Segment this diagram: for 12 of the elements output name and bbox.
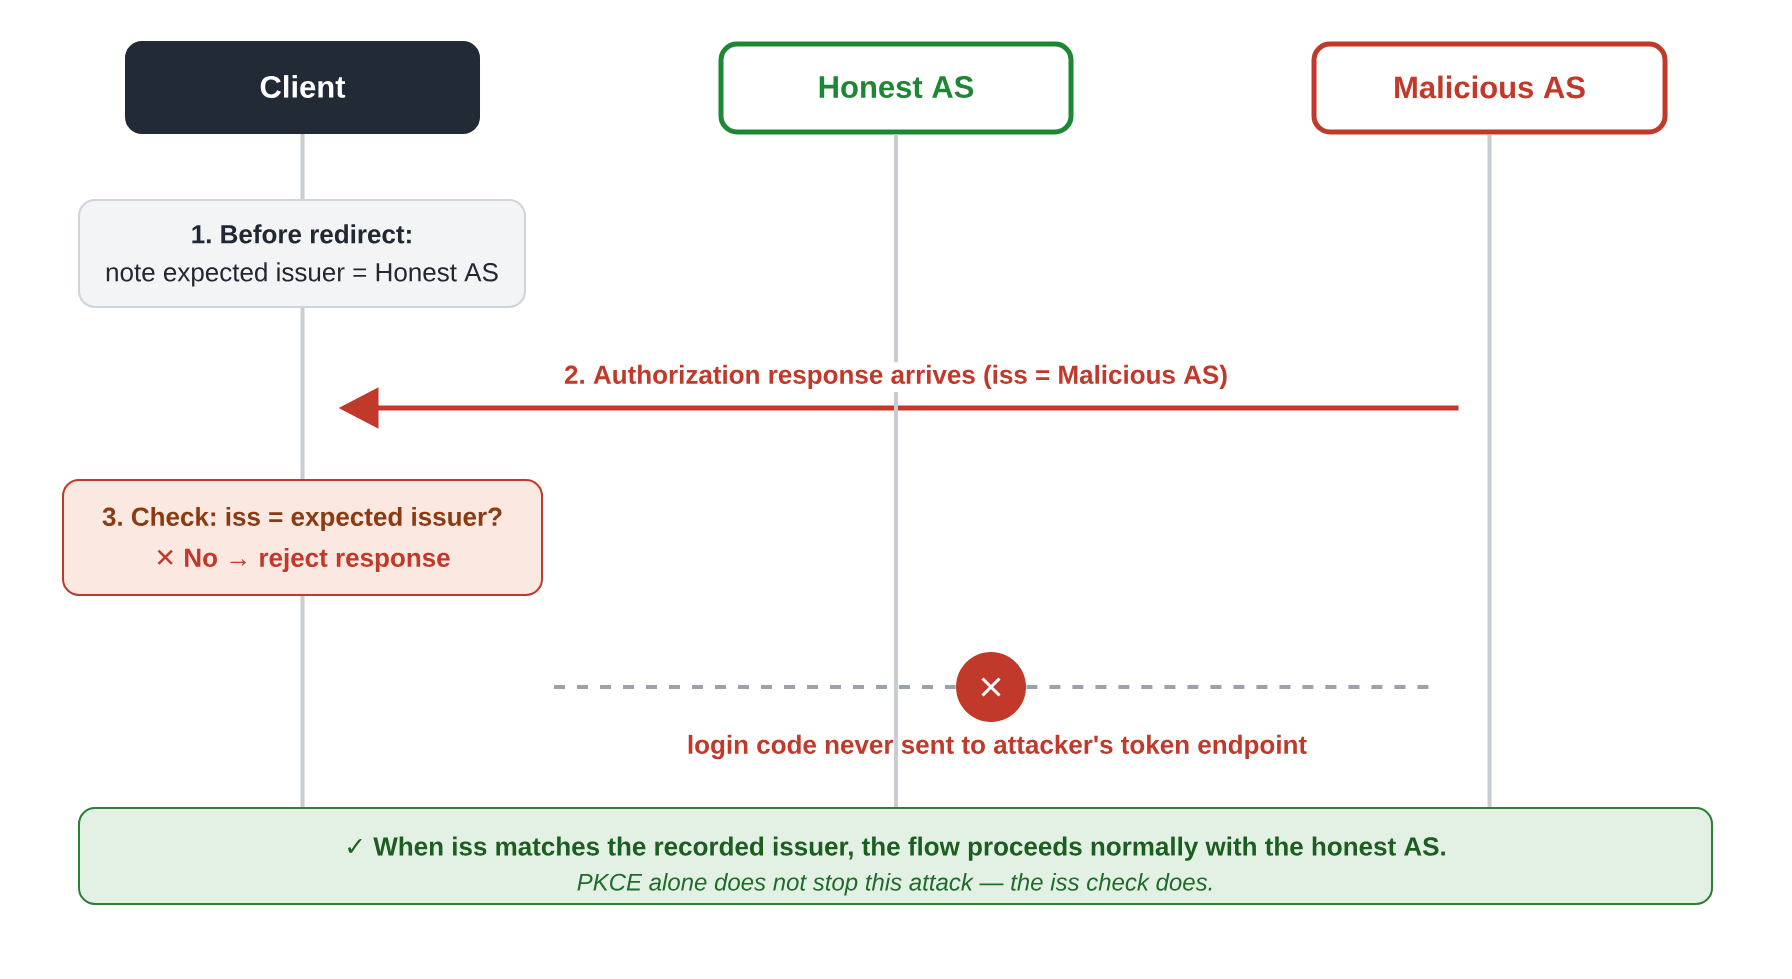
dashed-line — [1026, 685, 1429, 689]
check-box: 3. Check: iss = expected issuer? ✕ No → reject response — [62, 479, 543, 596]
note-box: 1. Before redirect: note expected issuer = Honest AS — [78, 199, 526, 308]
summary-box: ✓ When iss matches the recorded issuer, the flow proceeds normally with the honest AS. PKCE alone does not stop this attack — the iss check does. — [78, 807, 1714, 905]
edge-label: 2. Authorization response arrives (iss = Malicious AS) — [561, 361, 1231, 393]
node-label: login code never sent to attacker's token endpoint — [688, 734, 1307, 760]
participant-box: Client — [125, 41, 480, 134]
lifeline — [894, 134, 898, 807]
participant-box: Honest AS — [718, 41, 1074, 135]
dashed-line — [554, 685, 956, 689]
cross-circle — [956, 652, 1026, 722]
participant-box: Malicious AS — [1311, 41, 1668, 135]
